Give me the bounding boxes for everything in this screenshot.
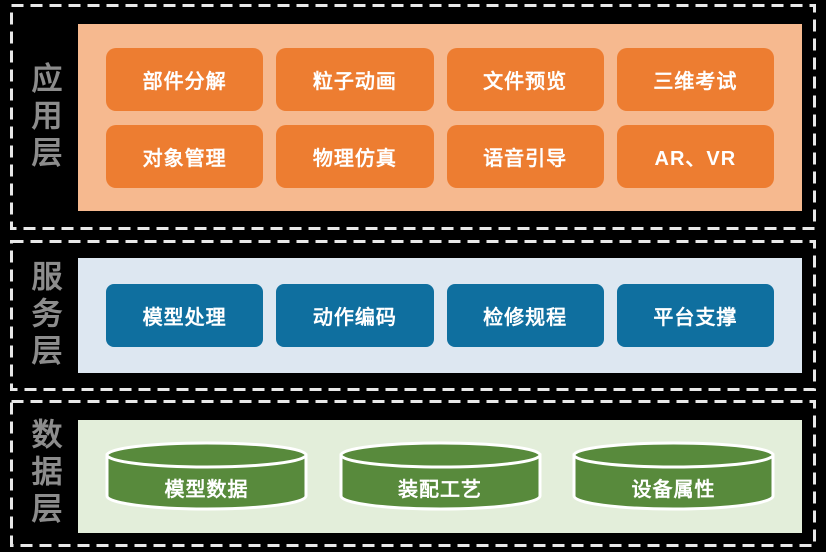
data-cylinder: 模型数据 xyxy=(105,441,308,511)
data-store-label: 模型数据 xyxy=(164,479,249,501)
database-cylinder-icon xyxy=(105,441,308,511)
app-module-button: 语音引导 xyxy=(446,124,604,188)
layer-data: 数据层 模型数据 装配工艺 xyxy=(10,400,816,547)
application-row-1: 部件分解 粒子动画 文件预览 三维考试 xyxy=(106,47,774,111)
dashed-border xyxy=(10,400,816,547)
database-cylinder-icon xyxy=(572,441,775,511)
layer-application: 应用层 部件分解 粒子动画 文件预览 三维考试 对象管理 物理仿真 语音引导 A… xyxy=(10,4,816,230)
data-cylinder: 设备属性 xyxy=(572,441,775,511)
layer-label-data: 数据层 xyxy=(26,418,62,529)
layer-label-service: 服务层 xyxy=(26,260,62,371)
data-store-label: 设备属性 xyxy=(631,479,716,501)
service-row-1: 模型处理 动作编码 检修规程 平台支撑 xyxy=(106,284,774,347)
dashed-border xyxy=(10,4,816,230)
app-module-button: AR、VR xyxy=(616,124,774,188)
app-module-button: 物理仿真 xyxy=(276,124,434,188)
application-panel: 部件分解 粒子动画 文件预览 三维考试 对象管理 物理仿真 语音引导 AR、VR xyxy=(78,24,802,211)
service-module-button: 平台支撑 xyxy=(616,284,774,347)
layer-service: 服务层 模型处理 动作编码 检修规程 平台支撑 xyxy=(10,240,816,391)
layer-label-application: 应用层 xyxy=(26,61,62,173)
service-panel: 模型处理 动作编码 检修规程 平台支撑 xyxy=(78,258,802,373)
service-module-button: 检修规程 xyxy=(446,284,604,347)
dashed-border xyxy=(10,240,816,391)
app-module-button: 三维考试 xyxy=(616,47,774,111)
app-module-button: 部件分解 xyxy=(106,47,264,111)
data-panel: 模型数据 装配工艺 设备属性 xyxy=(78,420,802,533)
service-module-button: 动作编码 xyxy=(276,284,434,347)
app-module-button: 文件预览 xyxy=(446,47,604,111)
application-row-2: 对象管理 物理仿真 语音引导 AR、VR xyxy=(106,124,774,188)
database-cylinder-icon xyxy=(339,441,541,511)
service-module-button: 模型处理 xyxy=(106,284,264,347)
data-cylinder: 装配工艺 xyxy=(339,441,542,511)
app-module-button: 对象管理 xyxy=(106,124,264,188)
data-store-label: 装配工艺 xyxy=(398,479,482,501)
app-module-button: 粒子动画 xyxy=(276,47,434,111)
